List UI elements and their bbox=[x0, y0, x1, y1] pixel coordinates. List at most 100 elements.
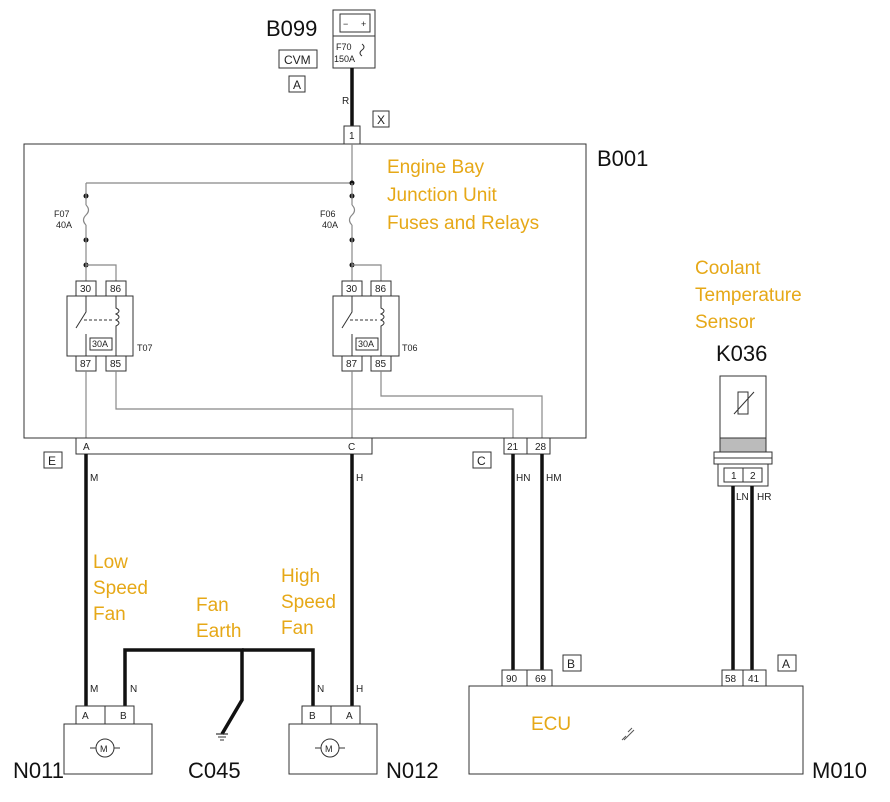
svg-text:M: M bbox=[325, 744, 333, 754]
wire-h-label: H bbox=[356, 473, 363, 484]
t07-rating: 30A bbox=[92, 339, 108, 349]
n011-pin-a: A bbox=[82, 711, 89, 722]
fuse-f06-icon bbox=[348, 204, 356, 226]
b001-note-line-2: Junction Unit bbox=[387, 185, 498, 206]
n011-note-line-1: Low bbox=[93, 552, 128, 573]
svg-text:85: 85 bbox=[375, 359, 387, 370]
connector-c-tag-box bbox=[472, 451, 492, 469]
wire-hm-label: HM bbox=[546, 473, 562, 484]
f70-label: F70 bbox=[336, 42, 352, 52]
k036-pin-2: 2 bbox=[750, 471, 756, 482]
svg-text:30: 30 bbox=[346, 284, 358, 295]
n011-note-line-3: Fan bbox=[93, 604, 126, 625]
f06-rating: 40A bbox=[322, 220, 338, 230]
svg-text:85: 85 bbox=[110, 359, 122, 370]
svg-text:87: 87 bbox=[346, 359, 358, 370]
ecu-pin-90: 90 bbox=[506, 674, 518, 685]
n012-label: N012 bbox=[386, 758, 439, 783]
f07-rating: 40A bbox=[56, 220, 72, 230]
n012-body bbox=[288, 723, 378, 775]
battery-icon bbox=[339, 13, 371, 33]
n012-note-line-1: High bbox=[281, 566, 320, 587]
wire-n-high-label: N bbox=[317, 684, 324, 695]
b001-label: B001 bbox=[597, 146, 648, 171]
n012-note-line-3: Fan bbox=[281, 618, 314, 639]
n012-high-speed-fan: B A M N012 bbox=[288, 705, 439, 783]
wire-r-label: R bbox=[342, 96, 349, 107]
c045-earth: C045 bbox=[188, 733, 241, 783]
ecu-connector-b-tag: B bbox=[567, 657, 575, 671]
n012-pin-a: A bbox=[346, 711, 353, 722]
b001-pin-21: 21 bbox=[507, 442, 519, 453]
f07-fuse: F07 40A bbox=[54, 204, 90, 230]
pin-x-tag-box bbox=[372, 110, 390, 128]
wire-n-low-label: N bbox=[130, 684, 137, 695]
fuse-f07-icon bbox=[82, 204, 90, 226]
relay-switch-icon bbox=[341, 296, 353, 356]
wire-n-high bbox=[242, 648, 315, 706]
m010-ecu: 90 69 B 58 41 A ECU M010 bbox=[468, 654, 867, 783]
b001-pin-1-label: 1 bbox=[349, 131, 355, 142]
cvm-tag-box bbox=[288, 75, 306, 93]
b001-pin-c: C bbox=[348, 442, 355, 453]
wire-h-label-lower: H bbox=[356, 684, 363, 695]
f07-label: F07 bbox=[54, 209, 70, 219]
b001-pin-a: A bbox=[83, 442, 90, 453]
k036-note-line-3: Sensor bbox=[695, 312, 756, 333]
wire-hr-label: HR bbox=[757, 492, 771, 503]
k036-coolant-sensor: Coolant Temperature Sensor K036 1 2 bbox=[695, 258, 802, 487]
ecu-body bbox=[468, 685, 804, 775]
fuse-f70-icon bbox=[359, 43, 365, 57]
ecu-pin-69: 69 bbox=[535, 674, 547, 685]
f06-label: F06 bbox=[320, 209, 336, 219]
c045-note-line-2: Earth bbox=[196, 621, 241, 642]
n012-pin-b: B bbox=[309, 711, 316, 722]
wire-n-low bbox=[123, 648, 244, 735]
c045-note-line-1: Fan bbox=[196, 595, 229, 616]
b001-note-line-1: Engine Bay bbox=[387, 157, 485, 178]
svg-text:86: 86 bbox=[375, 284, 387, 295]
wire-m-label: M bbox=[90, 473, 98, 484]
ecu-connector-b-tag-box bbox=[562, 654, 582, 672]
ecu-connector-a-tag: A bbox=[782, 657, 790, 671]
pin-x-tag: X bbox=[377, 113, 385, 127]
cvm-label: CVM bbox=[284, 53, 311, 67]
f70-rating: 150A bbox=[334, 54, 355, 64]
wire-hn-label: HN bbox=[516, 473, 530, 484]
b099-label: B099 bbox=[266, 16, 317, 41]
n011-note-line-2: Speed bbox=[93, 578, 148, 599]
t07-label: T07 bbox=[137, 343, 153, 353]
svg-text:30: 30 bbox=[80, 284, 92, 295]
cvm-tag: A bbox=[293, 78, 301, 92]
n011-label: N011 bbox=[13, 758, 64, 783]
connector-e-tag: E bbox=[48, 454, 56, 468]
battery-plus-icon: + bbox=[361, 19, 366, 29]
ecu-symbol-icon bbox=[621, 727, 635, 741]
b001-note-line-3: Fuses and Relays bbox=[387, 213, 539, 234]
t06-relay: 30 86 30A T06 87 85 bbox=[332, 280, 418, 372]
t07-relay: 30 86 30A T07 87 85 bbox=[66, 280, 153, 372]
n012-note-line-2: Speed bbox=[281, 592, 336, 613]
t06-label: T06 bbox=[402, 343, 418, 353]
k036-pin-1: 1 bbox=[731, 471, 737, 482]
wire-ln-label: LN bbox=[736, 492, 749, 503]
connector-e-tag-box bbox=[43, 451, 63, 469]
k036-body bbox=[719, 375, 767, 445]
svg-text:86: 86 bbox=[110, 284, 122, 295]
relay-switch-icon bbox=[75, 296, 87, 356]
k036-label: K036 bbox=[716, 341, 767, 366]
c045-label: C045 bbox=[188, 758, 241, 783]
ecu-pin-41: 41 bbox=[748, 674, 760, 685]
k036-note-line-2: Temperature bbox=[695, 285, 802, 306]
b001-pin-28: 28 bbox=[535, 442, 547, 453]
battery-minus-icon: − bbox=[343, 19, 348, 29]
svg-text:87: 87 bbox=[80, 359, 92, 370]
m010-label: M010 bbox=[812, 758, 867, 783]
n011-low-speed-fan: A B M N011 bbox=[13, 705, 153, 783]
f06-fuse: F06 40A bbox=[320, 204, 356, 230]
thermistor-icon bbox=[733, 391, 755, 415]
ecu-pin-58: 58 bbox=[725, 674, 737, 685]
relay-coil-icon bbox=[114, 296, 120, 356]
wire-m-label-lower: M bbox=[90, 684, 98, 695]
